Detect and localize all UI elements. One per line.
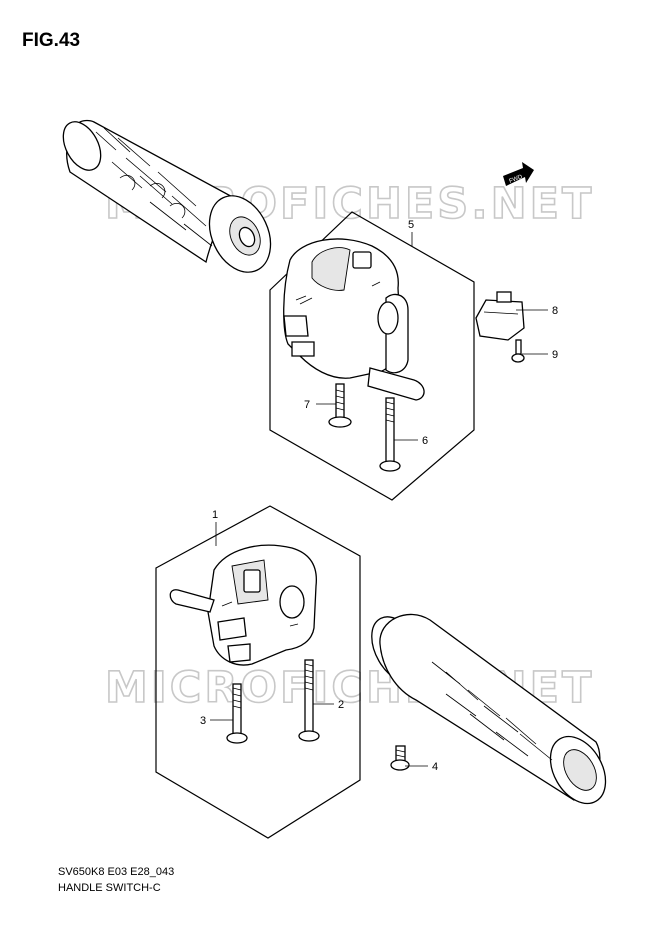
callout-3: 3 bbox=[200, 715, 206, 727]
callout-4: 4 bbox=[432, 761, 438, 773]
screw-6 bbox=[379, 397, 401, 472]
screw-4 bbox=[390, 745, 410, 771]
callouts: 5 8 9 7 6 1 2 3 4 bbox=[200, 219, 558, 773]
callout-1: 1 bbox=[212, 509, 218, 521]
screw-9 bbox=[511, 339, 525, 363]
left-grip-top bbox=[62, 119, 272, 273]
figure-title: FIG.43 bbox=[22, 30, 81, 51]
figure-caption: HANDLE SWITCH-C bbox=[58, 882, 161, 894]
callout-7: 7 bbox=[304, 399, 310, 411]
callout-5: 5 bbox=[408, 219, 414, 231]
screw-3 bbox=[226, 683, 248, 744]
small-switch-8 bbox=[475, 291, 525, 341]
switch-housing-lower bbox=[169, 544, 318, 666]
frame-lower bbox=[155, 505, 361, 839]
switch-housing-upper bbox=[283, 238, 425, 401]
callout-8: 8 bbox=[552, 305, 558, 317]
forward-label: FWD bbox=[508, 174, 524, 185]
model-code: SV650K8 E03 E28_043 bbox=[58, 866, 175, 878]
right-grip-bottom bbox=[371, 613, 607, 805]
forward-arrow-icon: FWD bbox=[503, 162, 534, 186]
screw-2 bbox=[298, 659, 320, 742]
callout-6: 6 bbox=[422, 435, 428, 447]
frame-upper bbox=[269, 211, 475, 501]
callout-9: 9 bbox=[552, 349, 558, 361]
callout-2: 2 bbox=[338, 699, 344, 711]
screw-7 bbox=[328, 383, 352, 428]
